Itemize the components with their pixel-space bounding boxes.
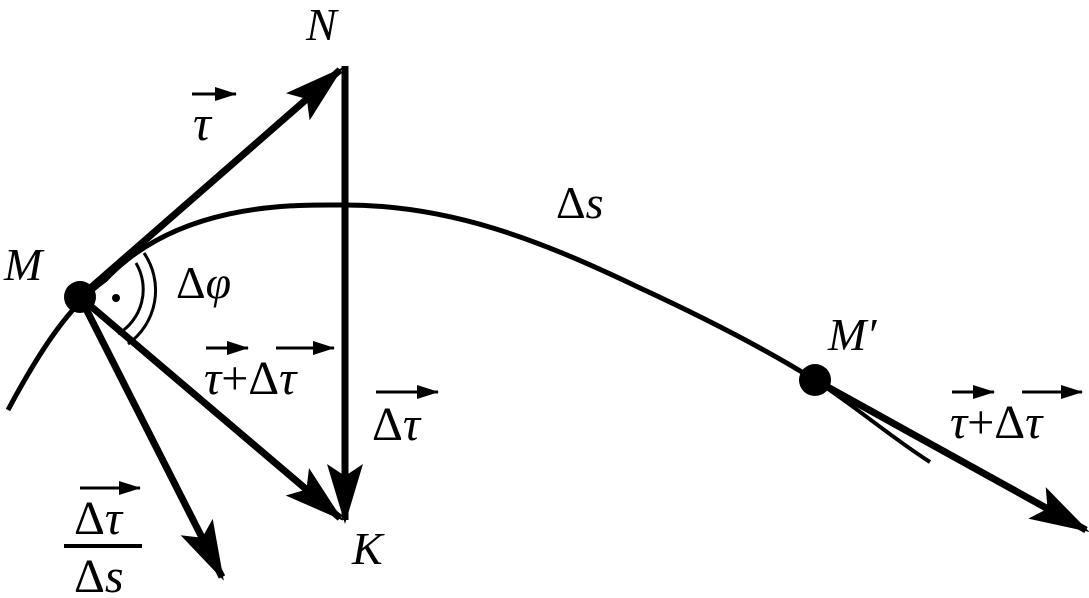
- angle-arc-outer: [127, 252, 158, 346]
- label-delta-phi: Δφ: [176, 257, 231, 308]
- point-M: [64, 281, 96, 313]
- label-delta-tau: Δτ: [372, 385, 439, 451]
- angle-arc-inner: [117, 262, 145, 336]
- label-K: K: [351, 523, 385, 574]
- svg-text:Δτ: Δτ: [74, 492, 124, 545]
- label-tau: τ: [192, 87, 237, 151]
- label-M-prime: M′: [827, 309, 877, 360]
- delta-tau-over-delta-s-vector: [76, 295, 226, 581]
- label-delta-s: Δs: [556, 177, 604, 228]
- label-N: N: [305, 0, 339, 50]
- label-fraction-delta-tau-over-delta-s: Δτ Δs: [64, 481, 142, 598]
- svg-text:τ+Δτ: τ+Δτ: [950, 396, 1044, 449]
- tau-vector: [77, 67, 344, 300]
- label-tau-plus-delta-tau-M-prime: τ+Δτ: [950, 385, 1083, 449]
- trajectory-curve: [5, 202, 817, 412]
- svg-text:Δτ: Δτ: [372, 398, 422, 451]
- label-M: M: [3, 239, 45, 290]
- label-tau-plus-delta-tau-M: τ+Δτ: [204, 341, 335, 405]
- tau-plus-delta-tau-vector-at-M: [77, 294, 344, 521]
- svg-text:Δs: Δs: [74, 550, 124, 598]
- point-M-prime: [799, 364, 831, 396]
- svg-text:τ: τ: [193, 95, 213, 151]
- tau-plus-delta-tau-vector-at-M-prime: [813, 376, 1089, 534]
- svg-text:τ+Δτ: τ+Δτ: [204, 352, 298, 405]
- right-angle-dot: [112, 294, 120, 302]
